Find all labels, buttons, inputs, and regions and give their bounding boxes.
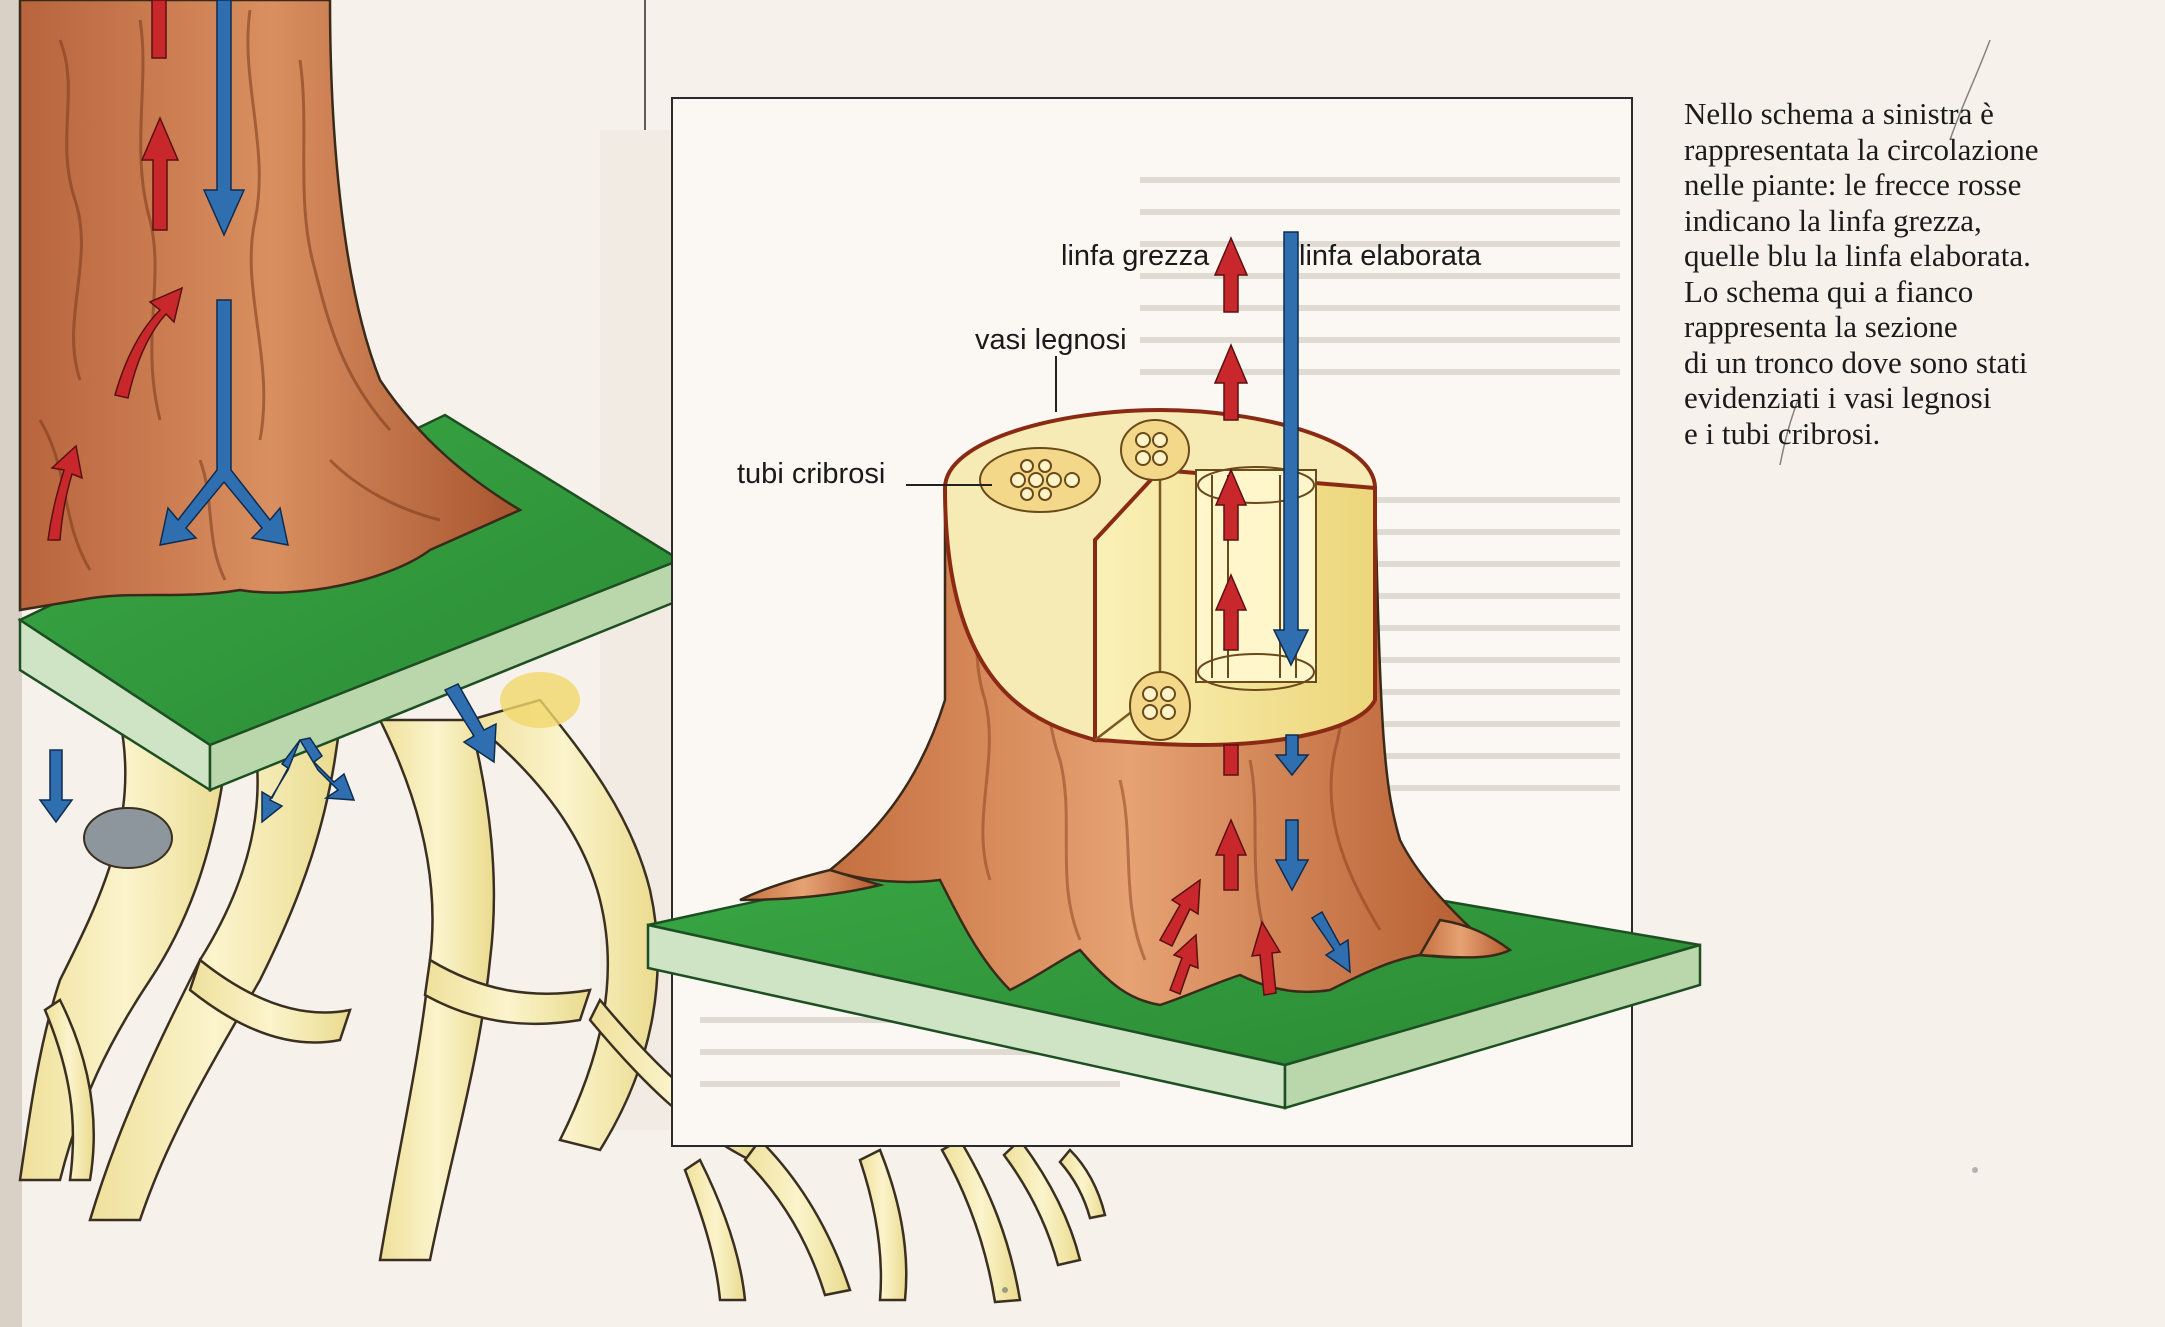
caption-line: Nello schema a sinistra è xyxy=(1684,96,1994,131)
raw-sap-arrow xyxy=(114,286,184,399)
caption-line: Lo schema qui a fianco xyxy=(1684,273,1974,309)
processed-sap-arrow xyxy=(261,739,301,824)
caption-line: quelle blu la linfa elaborata. xyxy=(1684,238,2031,273)
sieve-tube-cluster xyxy=(979,447,1101,513)
caption-line: rappresentata la circolazione xyxy=(1684,131,2039,167)
cut-trunk-stump xyxy=(739,407,1513,1007)
vessel-cluster-bottom xyxy=(1129,671,1191,741)
processed-sap-arrow xyxy=(443,683,497,764)
raw-sap-label: linfa grezza xyxy=(1061,240,1210,272)
page-gutter-shadow xyxy=(0,0,22,1327)
caption-line: nelle piante: le frecce rosse xyxy=(1684,167,2022,202)
processed-sap-arrow xyxy=(1274,734,1310,777)
raw-sap-arrow xyxy=(1250,920,1282,996)
caption-line: indicano la linfa grezza, xyxy=(1684,202,1982,238)
raw-sap-arrow xyxy=(1214,468,1248,541)
processed-sap-arrow xyxy=(38,749,74,824)
processed-sap-arrow xyxy=(298,737,356,801)
raw-sap-arrow xyxy=(1213,343,1249,421)
left-tree-trunk xyxy=(18,0,523,612)
center-raw-sap-arrows xyxy=(1158,236,1282,996)
left-processed-sap-arrows xyxy=(38,0,497,824)
caption-line: di un tronco dove sono stati xyxy=(1684,344,2028,380)
caption-line: evidenziati i vasi legnosi xyxy=(1684,380,1992,415)
raw-sap-arrow xyxy=(1213,236,1249,313)
raw-sap-arrow xyxy=(151,0,167,59)
processed-sap-arrow xyxy=(1310,910,1351,974)
processed-sap-arrow xyxy=(1272,231,1310,667)
sieve-tubes-label: tubi cribrosi xyxy=(737,458,886,490)
left-raw-sap-arrows xyxy=(47,0,184,541)
raw-sap-arrow xyxy=(1223,744,1239,776)
processed-sap-arrow xyxy=(1274,819,1310,892)
raw-sap-arrow xyxy=(1169,933,1199,995)
processed-sap-arrow xyxy=(159,299,289,546)
raw-sap-arrow xyxy=(47,444,83,541)
raw-sap-arrow xyxy=(140,116,180,231)
stone xyxy=(83,807,173,869)
caption-line: e i tubi cribrosi. xyxy=(1684,415,1881,451)
processed-sap-label: linfa elaborata xyxy=(1299,240,1482,272)
left-roots xyxy=(18,698,1107,1304)
caption-line: rappresenta la sezione xyxy=(1684,309,1958,344)
raw-sap-arrow xyxy=(1214,573,1248,651)
processed-sap-arrow xyxy=(202,0,246,237)
raw-sap-arrow xyxy=(1214,818,1248,891)
vessel-cluster-top xyxy=(1120,419,1190,481)
center-processed-sap-arrows xyxy=(1272,231,1351,974)
raw-sap-arrow xyxy=(1158,878,1201,948)
wood-vessels-label: vasi legnosi xyxy=(975,324,1127,356)
caption-text: Nello schema a sinistra è rappresentata … xyxy=(1684,96,2134,451)
